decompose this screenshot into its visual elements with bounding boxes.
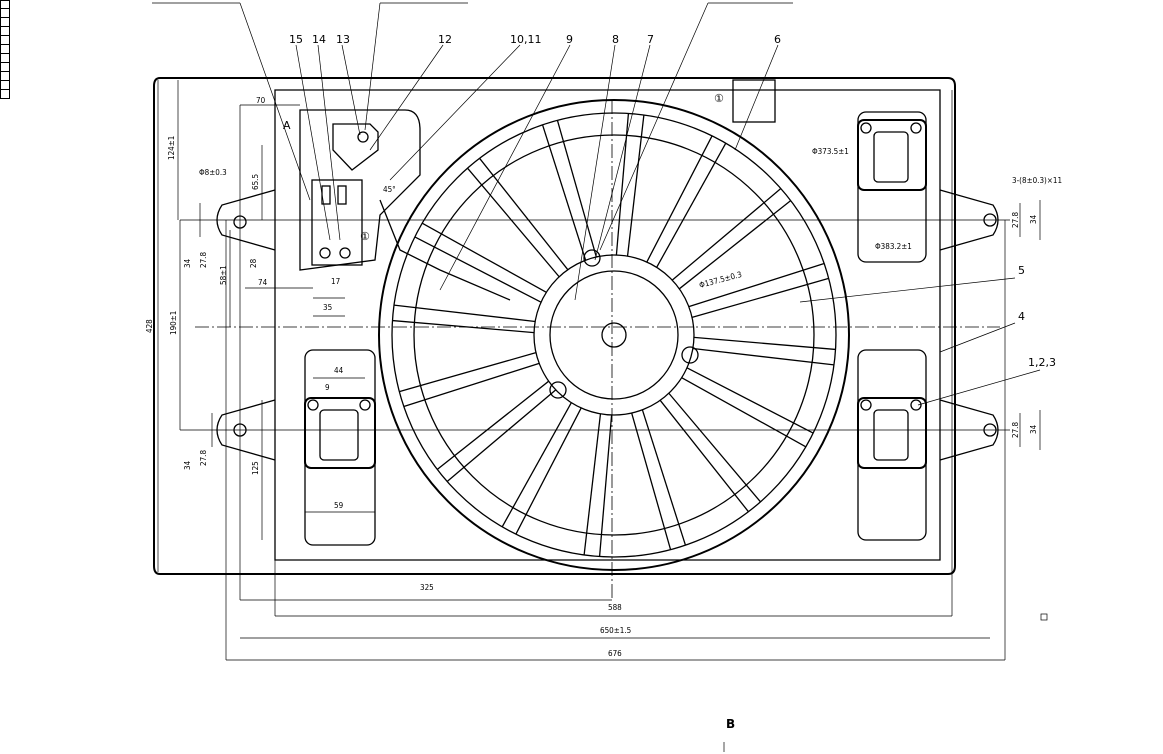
shroud-outline	[153, 77, 956, 575]
fan-spoke-edge	[436, 380, 550, 470]
fan-spoke-edge	[421, 222, 547, 293]
dim-45: 45°	[383, 185, 396, 194]
dim-34-left-low: 34	[183, 460, 192, 470]
fan-spoke-edge	[515, 407, 582, 535]
dim-588: 588	[608, 603, 622, 612]
view-a-marker: A	[283, 119, 291, 132]
dim-124: 124±1	[167, 136, 176, 160]
dim-190: 190±1	[169, 311, 178, 335]
callout-5: 5	[1018, 264, 1025, 277]
dimension-labels: 70 124±1 65.5 Φ8±0.3 27.8 34 28 58±1 74 …	[145, 96, 1062, 658]
circle-marker-1: ①	[714, 92, 724, 105]
dim-65-5: 65.5	[251, 174, 260, 190]
fan-spoke-edge	[556, 120, 597, 258]
title-block	[0, 0, 12, 100]
fan-spoke-edge	[668, 392, 761, 503]
dim-27-8-left: 27.8	[199, 252, 208, 268]
bracket-detail	[299, 109, 511, 301]
dim-383-2: Φ383.2±1	[875, 242, 912, 251]
dim-27-8-right-low: 27.8	[1011, 422, 1020, 438]
callout-14: 14	[312, 33, 326, 46]
dim-34-left: 34	[183, 258, 192, 268]
fan-spoke-edge	[501, 402, 572, 528]
dim-17: 17	[331, 277, 340, 286]
fan-spoke-edge	[414, 236, 542, 303]
fan-spoke-edge	[691, 277, 829, 318]
inner-frame	[274, 89, 941, 561]
fan-spoke-edge	[399, 352, 537, 393]
dim-9: 9	[325, 383, 330, 392]
fan-spoke-edge	[541, 124, 587, 261]
fan-spoke-edge	[646, 135, 713, 263]
view-b-marker: B	[726, 717, 735, 731]
fan-spokes	[392, 113, 836, 557]
dim-34-right: 34	[1029, 214, 1038, 224]
fan-spoke-edge	[656, 142, 727, 268]
callout-1-2-3: 1,2,3	[1028, 356, 1056, 369]
dim-27-8-left-low: 27.8	[199, 450, 208, 466]
dim-3-holes: 3-(8±0.3)×11	[1012, 176, 1062, 185]
dim-373-5: Φ373.5±1	[812, 147, 849, 156]
callout-labels: 15 14 13 12 10,11 9 8 7 6 5 4 1,2,3 A B …	[283, 33, 1056, 731]
center-lines	[180, 100, 1010, 600]
dim-34-right-low: 34	[1029, 424, 1038, 434]
circle-marker-2: ①	[360, 230, 370, 243]
dim-27-8-right: 27.8	[1011, 212, 1020, 228]
fan-ring	[378, 99, 850, 571]
callout-9: 9	[566, 33, 573, 46]
callout-15: 15	[289, 33, 303, 46]
dim-44: 44	[334, 366, 344, 375]
fan-spoke-edge	[403, 362, 540, 408]
dim-428: 428	[145, 319, 154, 333]
fan-spoke-edge	[631, 412, 672, 550]
dim-35: 35	[323, 303, 332, 312]
callout-10-11: 10,11	[510, 33, 542, 46]
fan-spoke-edge	[671, 188, 782, 281]
fan-spoke-edge	[446, 389, 557, 482]
callout-8: 8	[612, 33, 619, 46]
dim-74: 74	[258, 278, 268, 287]
fan-spoke-edge	[583, 413, 602, 556]
fan-spoke-edge	[692, 347, 835, 366]
fan-spoke-edge	[393, 304, 536, 323]
dim-650: 650±1.5	[600, 626, 631, 635]
fan-spoke-edge	[598, 414, 613, 557]
fan-spoke-edge	[686, 367, 814, 434]
small-square-mark	[1040, 613, 1048, 621]
fan-spoke-edge	[678, 200, 792, 290]
callout-7: 7	[647, 33, 654, 46]
corner-pockets	[304, 79, 927, 546]
dim-8-hole: Φ8±0.3	[199, 168, 227, 177]
dim-70: 70	[256, 96, 266, 105]
dim-125: 125	[251, 461, 260, 475]
callout-13: 13	[336, 33, 350, 46]
fan-spoke-edge	[392, 319, 535, 334]
fan-spoke-edge	[467, 167, 560, 278]
dim-676: 676	[608, 649, 622, 658]
fan-spoke-edge	[479, 157, 569, 271]
fan-spoke-edge	[641, 409, 687, 546]
dim-325: 325	[420, 583, 434, 592]
connector-plate	[732, 79, 776, 123]
dim-58: 58±1	[219, 265, 228, 285]
dim-59: 59	[334, 501, 344, 510]
callout-4: 4	[1018, 310, 1025, 323]
dim-28: 28	[249, 258, 258, 268]
fan-spoke-edge	[693, 336, 836, 351]
callout-6: 6	[774, 33, 781, 46]
fan-spoke-edge	[688, 262, 825, 308]
fan-spoke-edge	[681, 377, 807, 448]
callout-12: 12	[438, 33, 452, 46]
dimension-lines	[157, 80, 1041, 661]
fan-spoke-edge	[626, 114, 645, 257]
leader-lines	[152, 2, 1041, 406]
fan-spoke-edge	[659, 399, 749, 513]
dim-137-5: Φ137.5±0.3	[698, 270, 743, 290]
